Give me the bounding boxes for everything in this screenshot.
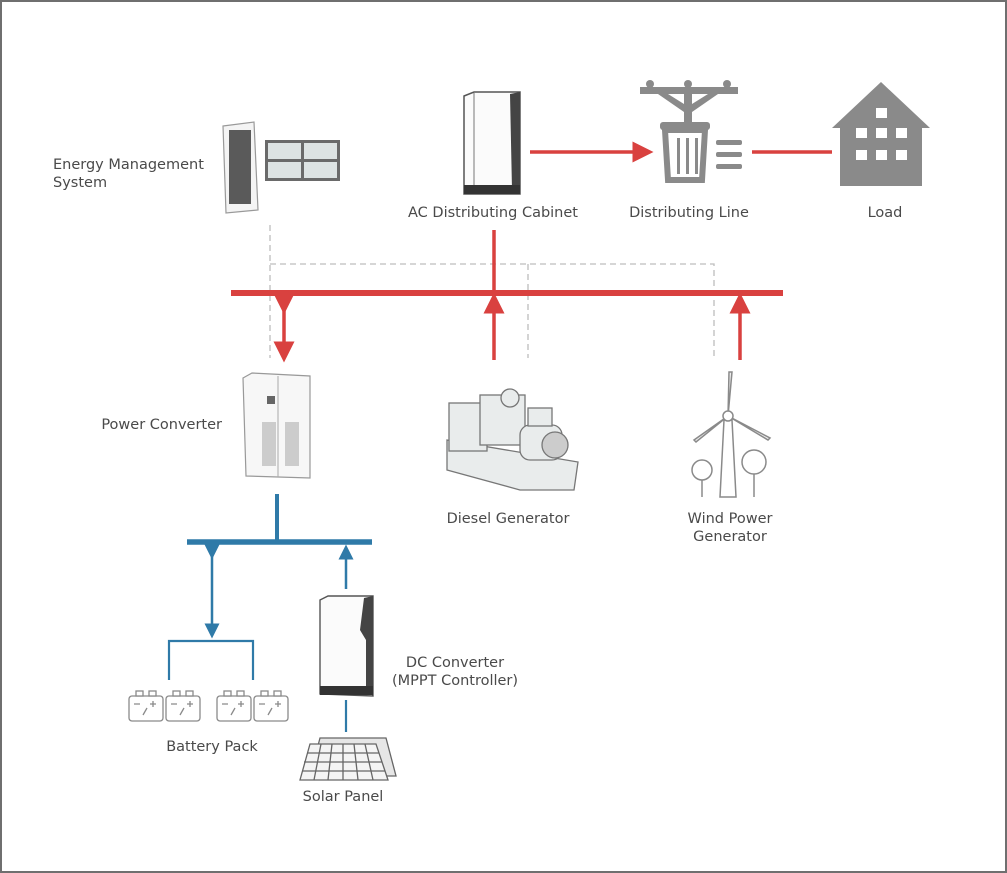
wind-turbine-icon (691, 371, 772, 498)
house-icon (832, 82, 930, 186)
battery-icon (128, 690, 164, 722)
control-dashed-lines (269, 225, 715, 358)
diesel-generator-icon (446, 388, 579, 491)
dc-converter-icon (319, 595, 374, 697)
battery-icon (216, 690, 252, 722)
ems-monitor-icon (265, 140, 340, 181)
dc-converter-label-line1: DC Converter (405, 655, 505, 671)
solar-panel-icon (299, 737, 397, 781)
ac-cabinet-icon (463, 91, 521, 195)
ems-rack-icon (222, 121, 259, 214)
dc-converter-label: DC Converter (MPPT Controller) (392, 654, 518, 690)
load-label: Load (867, 205, 903, 221)
ems-label-line2: System (53, 175, 108, 191)
ems-label: Energy Management System (53, 156, 204, 192)
dc-converter-label-line2: (MPPT Controller) (391, 673, 519, 689)
battery-bracket (167, 639, 255, 680)
power-converter-label: Power Converter (101, 417, 222, 433)
utility-pole-icon (640, 80, 742, 183)
battery-pack-label: Battery Pack (166, 739, 258, 755)
solar-panel-label: Solar Panel (302, 789, 384, 805)
ac-cabinet-label: AC Distributing Cabinet (408, 205, 578, 221)
wind-label-line2: Generator (693, 529, 767, 545)
distributing-line-label: Distributing Line (629, 205, 749, 221)
wind-label-line1: Wind Power (687, 511, 773, 527)
power-converter-icon (242, 372, 311, 479)
wind-generator-label: Wind Power Generator (688, 510, 773, 546)
battery-icon (165, 690, 201, 722)
diesel-generator-label: Diesel Generator (446, 511, 570, 527)
ems-label-line1: Energy Management (53, 157, 204, 173)
battery-icon (253, 690, 289, 722)
battery-icons (128, 690, 289, 722)
